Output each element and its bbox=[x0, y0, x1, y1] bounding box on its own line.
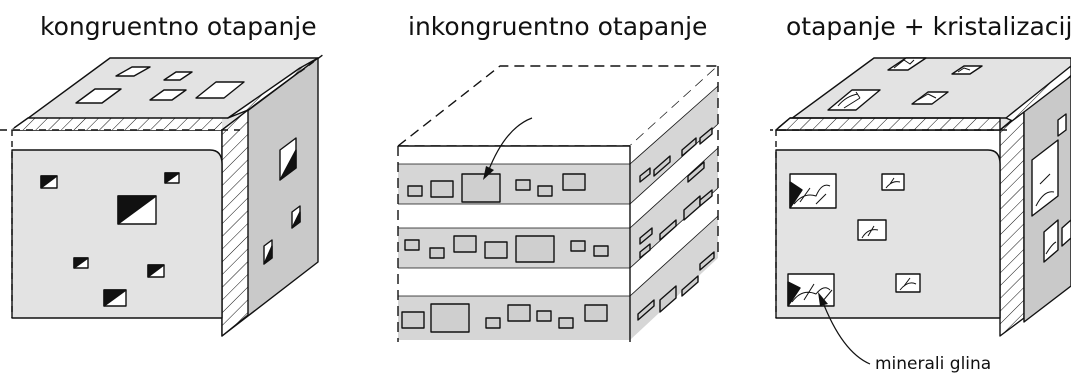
gel-pockets-front bbox=[401, 173, 609, 333]
clay-pits-side bbox=[1031, 113, 1071, 263]
gel-pointer bbox=[487, 117, 533, 173]
cube-crystallization bbox=[770, 57, 1071, 337]
cube-incongruent bbox=[397, 65, 719, 342]
clay-minerals-pointer bbox=[821, 299, 871, 365]
clay-pits-front bbox=[787, 173, 921, 307]
cube-top-face bbox=[397, 65, 719, 147]
panel-title-congruent: kongruentno otapanje bbox=[40, 12, 317, 41]
cube-congruent bbox=[0, 53, 325, 337]
etch-pits-top bbox=[75, 66, 245, 104]
weathered-rim-edge bbox=[221, 109, 249, 337]
etch-pits-side bbox=[263, 137, 301, 265]
panel-title-crystallization: otapanje + kristalizacija bbox=[786, 12, 1071, 41]
clay-minerals-label: minerali glina bbox=[875, 354, 992, 374]
cube-front-face bbox=[11, 149, 223, 319]
clay-pits-top bbox=[827, 57, 983, 111]
etch-pits-front bbox=[40, 172, 180, 307]
gel-pockets-side bbox=[637, 127, 715, 321]
weathered-rim-edge bbox=[999, 111, 1025, 337]
panel-title-incongruent: inkongruentno otapanje bbox=[408, 12, 708, 41]
